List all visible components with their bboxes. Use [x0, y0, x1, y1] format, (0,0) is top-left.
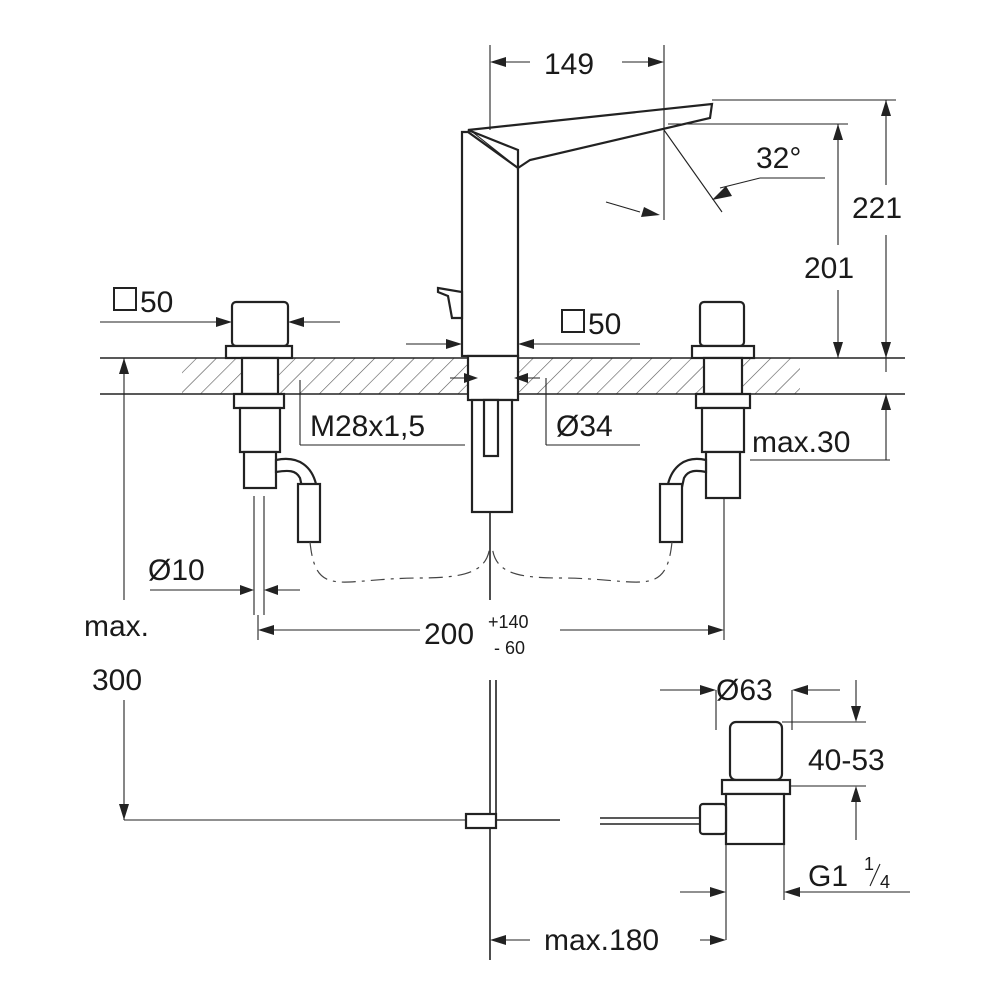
dimension-lines [100, 45, 910, 945]
dim-drain-range: 40-53 [808, 744, 885, 777]
dim-hole-diameter: Ø34 [556, 410, 613, 443]
dim-drain-thread-den: 4 [880, 872, 890, 892]
dim-spout-height: 201 [804, 252, 854, 285]
hose-path-right [491, 541, 673, 583]
square-symbol-center [561, 309, 585, 333]
dim-handle-square-left: 50 [140, 286, 173, 319]
dim-spread-base: 200 [424, 618, 474, 651]
dim-thread: M28x1,5 [310, 410, 425, 443]
dim-pop-up-reach: max.180 [544, 924, 659, 957]
left-handle [224, 300, 322, 615]
dim-spout-angle: 32° [756, 142, 801, 175]
dim-supply-diameter: Ø10 [148, 554, 205, 587]
dim-max-thickness: max.30 [752, 426, 850, 459]
dim-max-height: 300 [92, 664, 142, 697]
pop-up-drain [464, 680, 792, 960]
dim-spout-reach: 149 [544, 48, 594, 81]
dim-drain-diameter: Ø63 [716, 674, 773, 707]
dim-spread-minus: - 60 [494, 638, 525, 658]
dim-max-label: max. [84, 610, 149, 643]
dim-drain-thread-num: 1 [864, 854, 874, 874]
dim-total-height: 221 [852, 192, 902, 225]
square-symbol-left [113, 287, 137, 311]
right-handle [658, 300, 756, 544]
spout [436, 102, 714, 358]
dim-spread-plus: +140 [488, 612, 529, 632]
spout-stem [466, 354, 520, 600]
hose-path-left [309, 541, 491, 583]
dim-drain-thread: G1 [808, 860, 848, 893]
dim-handle-square-center: 50 [588, 308, 621, 341]
